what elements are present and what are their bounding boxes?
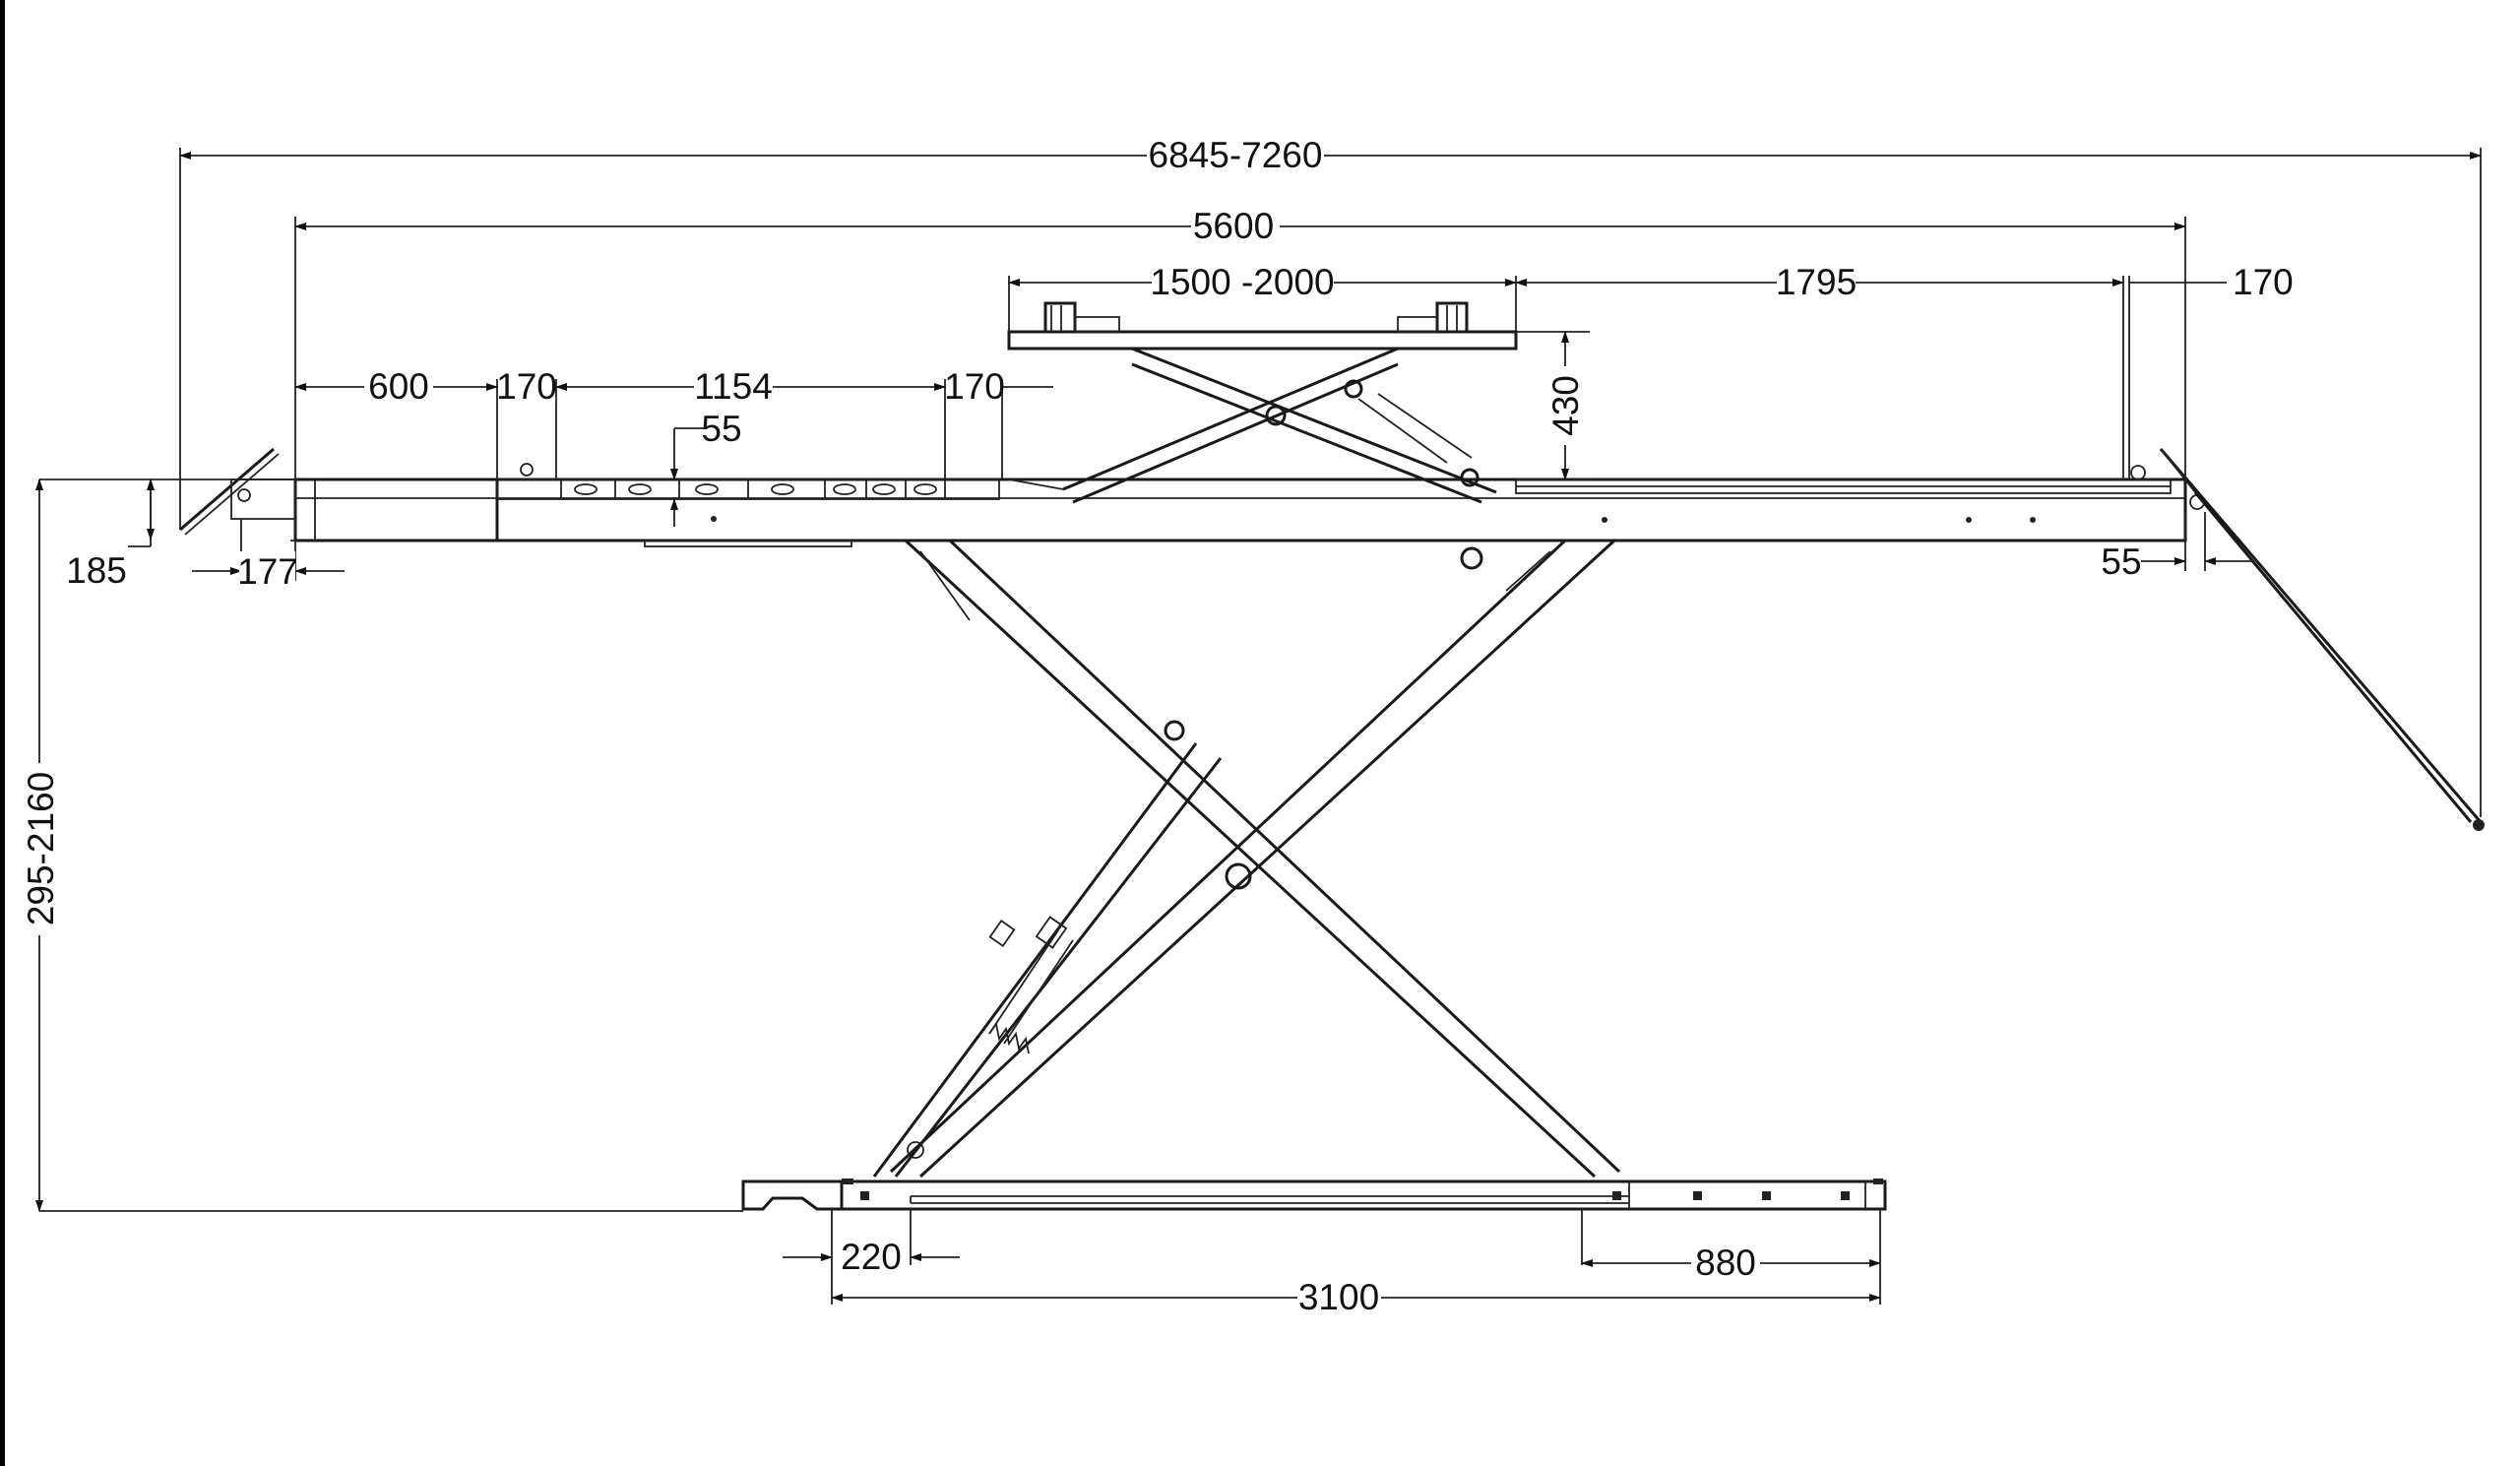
dim-front-ramp-offset: 177 [237, 551, 298, 592]
dim-turntable-height: 430 [1545, 375, 1586, 436]
dim-front-ramp-height: 185 [66, 550, 127, 591]
left-page-edge [0, 0, 5, 1466]
dim-overall-length: 6845-7260 [1149, 135, 1323, 175]
dim-front-step-170b: 170 [944, 366, 1005, 407]
lift-structure [179, 301, 2485, 1211]
main-scissor [872, 539, 1621, 1179]
dim-turntable-length: 1500 -2000 [1150, 262, 1334, 302]
dim-base-front-offset: 220 [841, 1237, 902, 1277]
dim-jack-beam-travel: 1154 [694, 366, 773, 407]
base-frame [741, 1179, 1887, 1211]
dim-beam-55-left: 55 [701, 409, 741, 449]
dimension-labels: 6845-7260 5600 1500 -2000 1795 170 600 1… [20, 135, 2294, 1318]
dim-front-ext-600: 600 [368, 366, 429, 407]
dim-rear-ramp-offset: 170 [2233, 262, 2294, 302]
dim-front-step-170a: 170 [496, 366, 557, 407]
dim-platform-length: 5600 [1193, 206, 1274, 246]
dim-rear-55: 55 [2101, 542, 2141, 582]
jacking-platform [1007, 301, 1518, 504]
front-ramp [179, 447, 296, 542]
dim-rear-section: 1795 [1776, 262, 1857, 302]
dim-lift-height-range: 295-2160 [21, 772, 61, 925]
dimension-lines [35, 148, 2482, 1305]
rear-ramp [2159, 448, 2485, 831]
slotted-beam-slots [496, 463, 1000, 547]
main-platform [293, 478, 2187, 542]
rear-runway [1515, 465, 2205, 523]
front-extension [293, 478, 499, 542]
dim-base-length: 3100 [1298, 1277, 1379, 1317]
dim-base-rear-section: 880 [1695, 1243, 1756, 1283]
